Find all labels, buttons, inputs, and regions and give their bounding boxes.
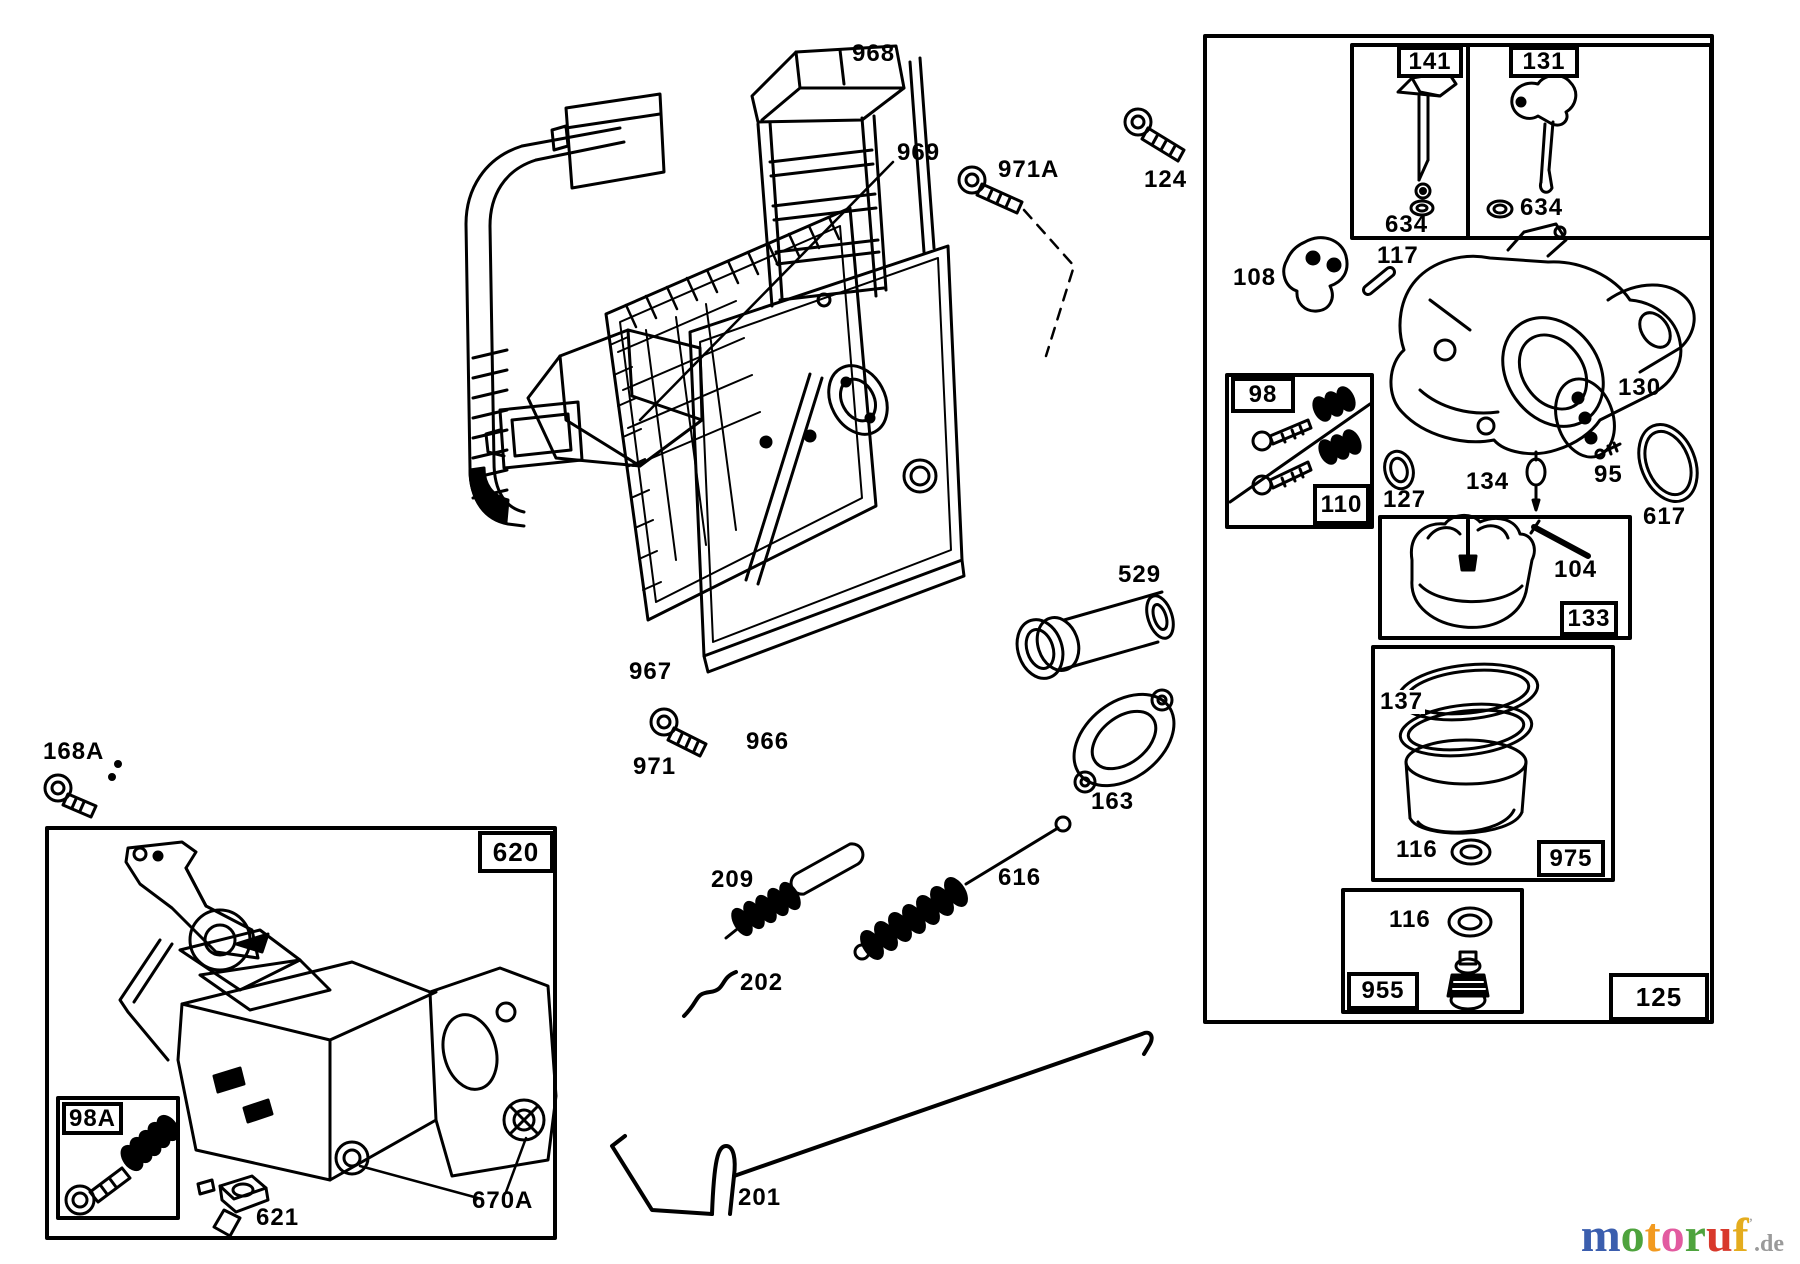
nut-621 [196,1174,270,1238]
callout-971a: 971A [998,156,1060,183]
callout-616: 616 [998,864,1042,891]
watermark-letter: m [1580,1209,1621,1262]
leader-dashed-971a [1022,208,1076,358]
air-cleaner-bracket-968 [550,44,936,308]
screw-124 [1123,107,1186,163]
callout-116-drain: 116 [1389,906,1431,933]
screw-168a [43,760,122,819]
callout-966: 966 [746,728,790,755]
callout-634-right: 634 [1520,194,1564,221]
callout-108: 108 [1233,264,1277,291]
callout-134: 134 [1466,468,1510,495]
needle-134 [1525,450,1547,512]
watermark-letter: o [1620,1209,1645,1262]
watermark-letter: r [1684,1209,1706,1262]
drain-bolt [1446,950,1490,1011]
callout-209: 209 [711,866,755,893]
callout-box-125: 125 [1609,973,1709,1021]
leader-969 [638,160,895,422]
spring-and-screw-98a [64,1114,180,1216]
callout-95: 95 [1594,461,1623,488]
choke-plate-108 [1282,236,1349,313]
callout-124: 124 [1144,166,1188,193]
breather-tube-529 [1015,590,1175,680]
screws-and-springs-98-110 [1251,386,1362,496]
clip-202 [682,970,738,1018]
oring-127 [1383,449,1415,491]
watermark-letter: f [1732,1209,1749,1262]
callout-box-98: 98 [1231,377,1295,413]
hinge-pin-104 [1529,519,1591,559]
callout-971: 971 [633,753,677,780]
callout-box-98a: 98A [62,1102,123,1135]
callout-104: 104 [1554,556,1598,583]
leader-670a [358,1136,528,1200]
air-cleaner-elbow-969 [484,328,704,470]
float-valve-131 [1486,74,1578,219]
carburetor-body [1389,222,1696,456]
screw-95 [1594,441,1622,460]
governor-spring-616 [853,815,1072,961]
oring-116-drain [1447,906,1493,938]
callout-163: 163 [1091,788,1135,815]
callout-127: 127 [1383,486,1427,513]
callout-617: 617 [1643,503,1687,530]
callout-621: 621 [256,1204,300,1231]
callout-967: 967 [629,658,673,685]
throttle-rod-201 [610,1030,1154,1216]
callout-202: 202 [740,969,784,996]
governor-control-bracket-620 [118,840,558,1182]
callout-137: 137 [1378,688,1426,715]
callout-box-133: 133 [1560,601,1618,636]
callout-box-975: 975 [1537,840,1605,877]
callout-box-620: 620 [478,831,554,873]
watermark-letter: u [1705,1209,1733,1262]
callout-634-left: 634 [1385,211,1429,238]
callout-130: 130 [1618,374,1662,401]
watermark-domain-suffix: .de [1754,1231,1784,1257]
pin-117 [1362,266,1396,296]
watermark-trademark: ’ [1748,1215,1753,1230]
air-cleaner-housing-band [464,126,626,528]
callout-201: 201 [738,1184,782,1211]
callout-968: 968 [852,40,896,67]
callout-116-bowl: 116 [1396,836,1438,863]
callout-529: 529 [1118,561,1162,588]
screw-971a [957,165,1024,215]
float-133 [1409,514,1536,629]
callout-670a: 670A [472,1187,534,1214]
callout-box-955: 955 [1347,972,1419,1010]
oring-617 [1637,423,1699,503]
air-filter-element-967 [604,206,878,622]
callout-168a: 168A [43,738,105,765]
oring-116-bowl [1450,838,1492,866]
callout-box-110: 110 [1313,484,1370,525]
callout-117: 117 [1377,242,1419,269]
gasket-163 [1072,688,1176,794]
screw-971 [649,707,708,758]
watermark-letter: t [1644,1209,1661,1262]
float-bowl-137 [1396,662,1540,835]
needle-valve-141 [1396,70,1458,217]
callout-box-141: 141 [1397,46,1463,78]
callout-969: 969 [897,139,941,166]
spring-link-209 [724,842,865,940]
air-cleaner-cover-966 [688,244,966,674]
watermark-letter: o [1660,1209,1685,1262]
callout-box-131: 131 [1509,46,1579,78]
